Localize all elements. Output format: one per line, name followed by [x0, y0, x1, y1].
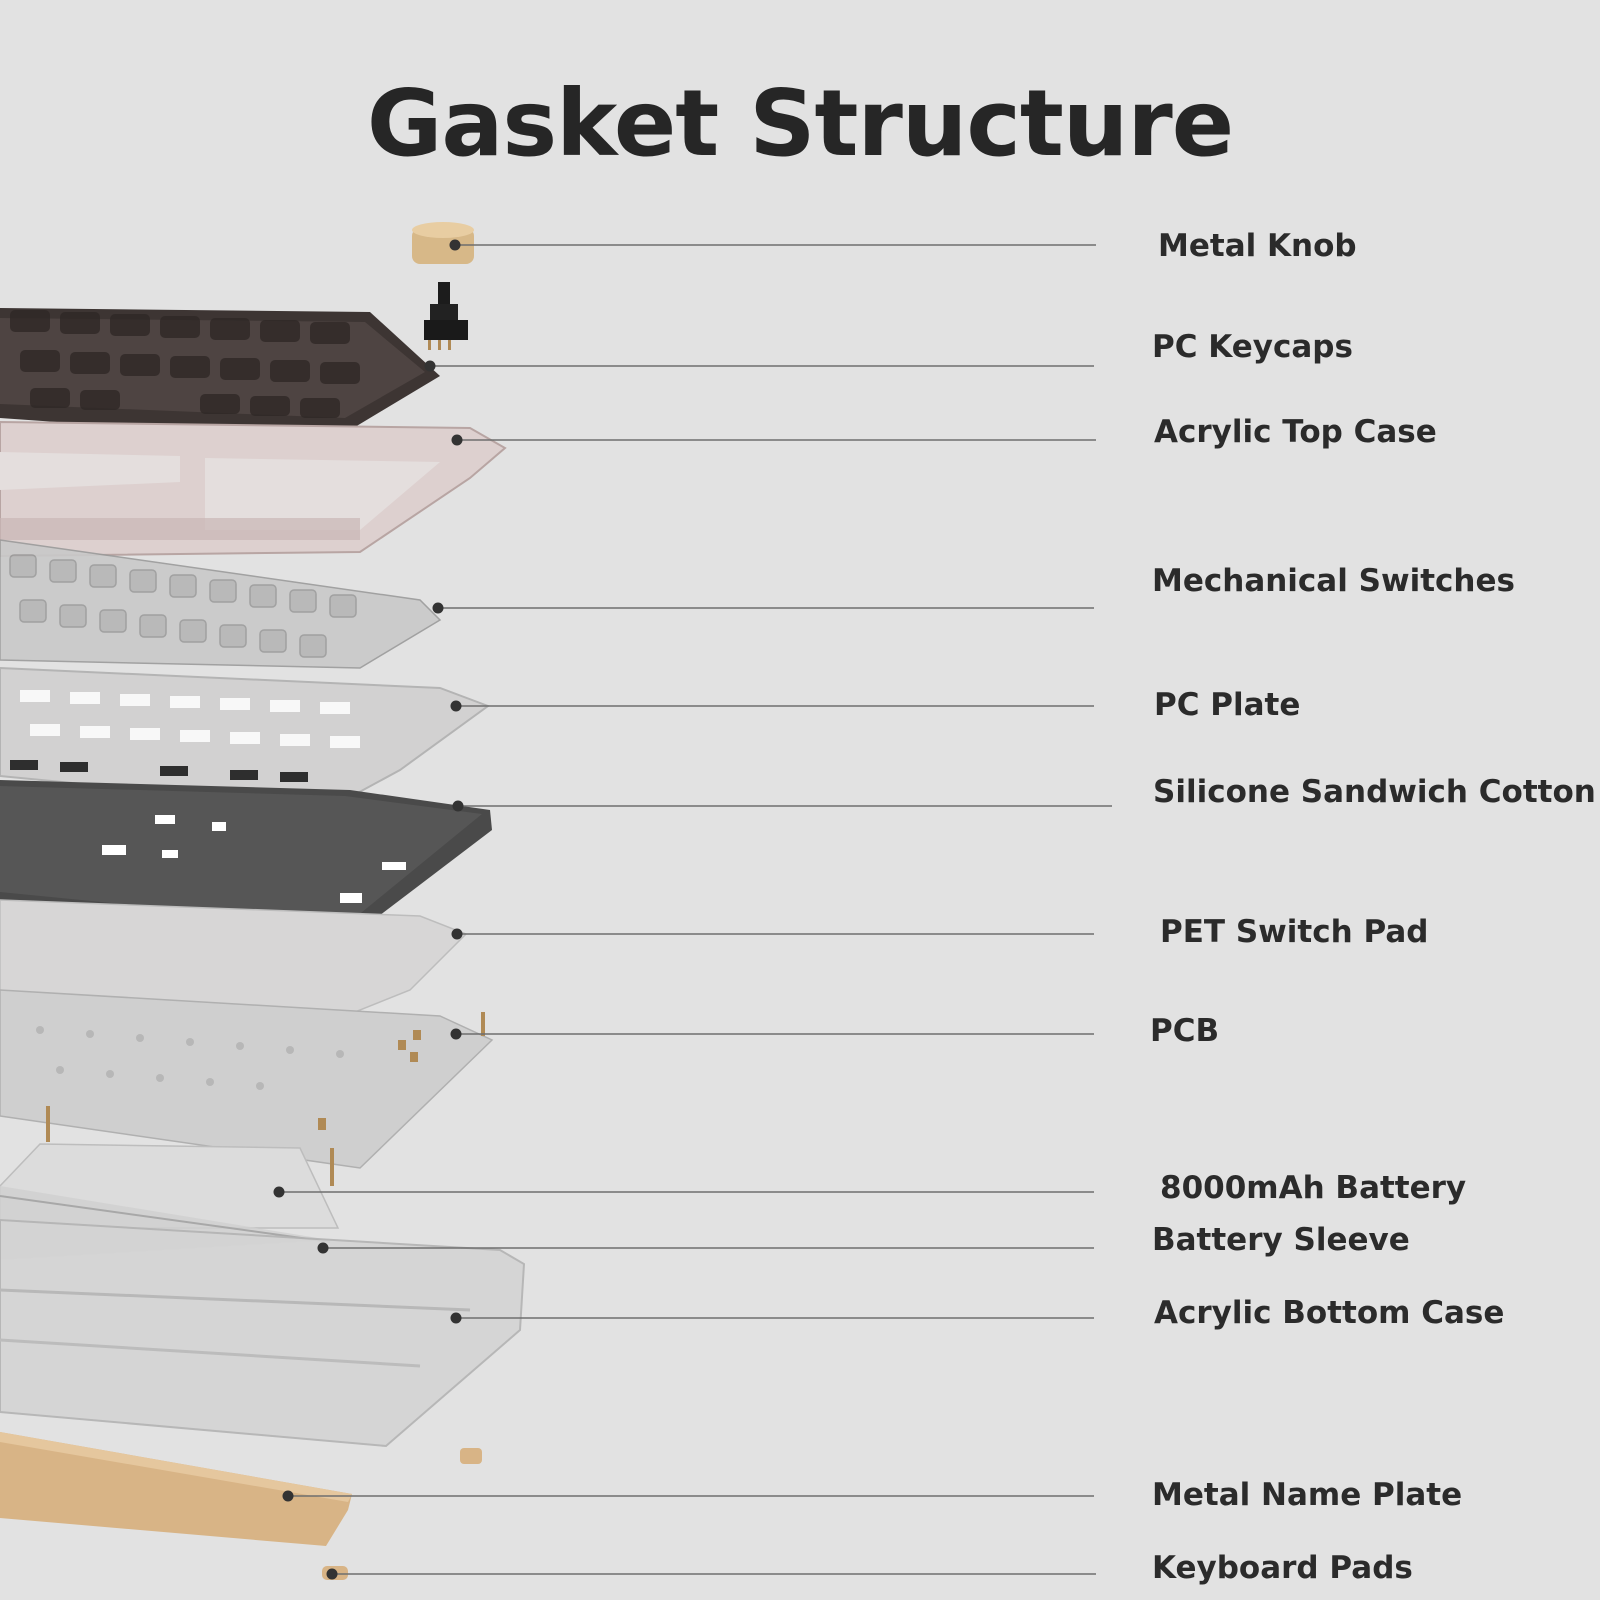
- label-keyboard-pads: Keyboard Pads: [1152, 1550, 1413, 1586]
- label-mechanical-switches: Mechanical Switches: [1152, 563, 1515, 599]
- label-silicone-sandwich-cotton: Silicone Sandwich Cotton: [1153, 774, 1596, 810]
- label-pcb: PCB: [1150, 1013, 1220, 1049]
- metal-name-plate-part: [0, 1432, 352, 1546]
- pet-switch-pad-part: [0, 899, 468, 1019]
- label-battery-sleeve: Battery Sleeve: [1152, 1222, 1410, 1258]
- pcb-part: [0, 989, 494, 1186]
- label-acrylic-top-case: Acrylic Top Case: [1154, 414, 1437, 450]
- leader-dots: [273, 239, 464, 1580]
- label-pc-plate: PC Plate: [1154, 687, 1301, 723]
- page-title: Gasket Structure: [366, 70, 1234, 177]
- label-pet-switch-pad: PET Switch Pad: [1160, 914, 1429, 950]
- label-metal-knob: Metal Knob: [1158, 228, 1357, 264]
- acrylic-top-case-part: [0, 420, 507, 558]
- pc-plate-part: [0, 666, 491, 810]
- acrylic-bottom-case-part: [0, 1218, 526, 1448]
- label-pc-keycaps: PC Keycaps: [1152, 329, 1353, 365]
- metal-knob-part: [412, 222, 474, 350]
- label-battery: 8000mAh Battery: [1160, 1170, 1467, 1206]
- leader-lines: [279, 244, 1112, 1575]
- label-acrylic-bottom-case: Acrylic Bottom Case: [1154, 1295, 1505, 1331]
- label-metal-name-plate: Metal Name Plate: [1152, 1477, 1463, 1513]
- mechanical-switches-part: [0, 539, 442, 669]
- silicone-sandwich-cotton-part: [0, 780, 492, 938]
- pc-keycaps-part: [0, 308, 440, 432]
